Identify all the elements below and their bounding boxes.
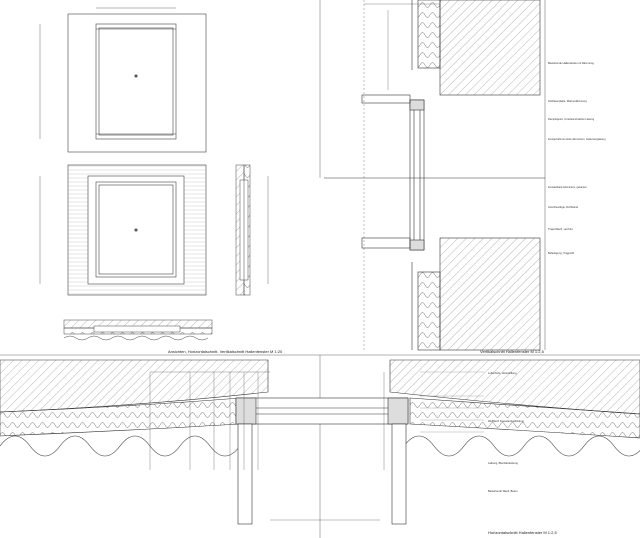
note-item: Bestehende Wand, Beton bbox=[488, 490, 518, 493]
caption-top-right: Vertikalschnitt Hallenfenster M 1:2,5 bbox=[480, 349, 544, 354]
caption-bottom: Horizontalschnitt Hallenfenster M 1:2,5 bbox=[488, 530, 557, 535]
note-item: Laibung, Blechabdeckung bbox=[488, 462, 518, 465]
window-elevation-lower bbox=[39, 164, 207, 296]
window-elevation-upper bbox=[39, 7, 207, 153]
note-item: Luftschicht, Hinterlüftung bbox=[488, 372, 517, 375]
note-item: Dampfsperre, Unterkonstruktion Lattung bbox=[548, 118, 595, 121]
note-item: Bestehende Hallendecke mit Dämmung bbox=[548, 62, 594, 65]
note-item: Trapezblech, verzinkt bbox=[548, 228, 573, 231]
horizontal-section-small bbox=[63, 319, 213, 341]
vertical-section-large bbox=[324, 0, 546, 351]
note-item: Fensterbank Aluminium, gekantet bbox=[548, 186, 587, 189]
note-item: Anschlussfuge, Dichtband bbox=[548, 206, 578, 209]
note-item: Holzfaserplatte, Wärmedämmung bbox=[548, 100, 587, 103]
caption-top-left: Ansichten, Horizontalschnitt, Vertikalsc… bbox=[168, 349, 283, 354]
notes-leaders bbox=[420, 371, 484, 433]
vertical-section-small bbox=[235, 164, 269, 296]
note-item: Fensterrahmen Holz-Aluminium, Isolierver… bbox=[548, 138, 606, 141]
note-item: Wellblech Fassadenbekleidung bbox=[488, 420, 524, 423]
note-item: Befestigung, Tragprofil bbox=[548, 252, 574, 255]
